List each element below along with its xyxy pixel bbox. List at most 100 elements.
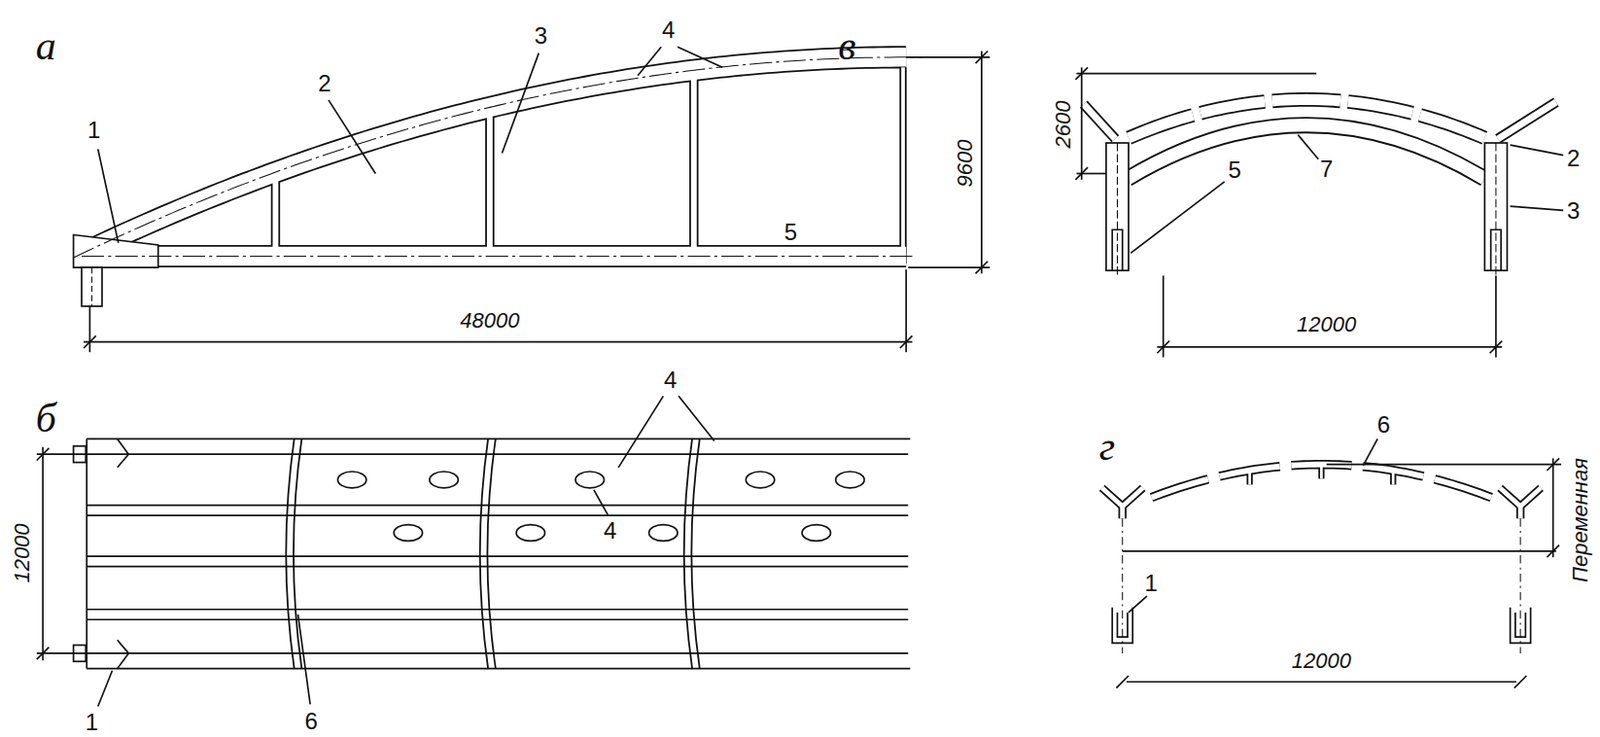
shell-panel [1348, 102, 1413, 114]
panel-rib-fill [1391, 470, 1395, 486]
shell-panel-fill [1200, 102, 1265, 114]
panel-rib-fill [1248, 470, 1252, 486]
dimension-line [41, 447, 44, 661]
dim-tick [1490, 341, 1503, 354]
leader-line [98, 670, 113, 707]
hanger [271, 180, 280, 250]
plan-rib [484, 438, 492, 668]
shell-panel-fill [1420, 114, 1485, 138]
skylight [801, 524, 831, 542]
callout-number: 6 [304, 709, 317, 733]
dim-tick [83, 335, 97, 348]
extension-line [907, 266, 990, 269]
callout-number: 1 [87, 118, 101, 142]
column-head [1515, 612, 1526, 637]
support-fork-fill [1102, 487, 1144, 507]
plan-rib [289, 438, 298, 668]
leader-line [501, 53, 539, 154]
leader-line [618, 395, 663, 467]
callout-number: 4 [603, 519, 617, 543]
callout-number: 3 [534, 24, 548, 48]
plan-line [86, 565, 908, 568]
dimension-text: Переменная [1569, 457, 1592, 583]
hanger-fill [691, 78, 697, 250]
dimension-line [1126, 680, 1517, 683]
shell-panel [1200, 102, 1265, 114]
leader-line [1128, 595, 1148, 613]
leader-line [1510, 144, 1565, 155]
support-fork [1102, 487, 1144, 507]
panel-rib-fill [1320, 464, 1323, 480]
shell-panel [1272, 99, 1341, 101]
plan-rib-fill [484, 438, 492, 668]
arch-panel [1151, 479, 1209, 498]
arch-axis [73, 57, 923, 258]
plan-line [86, 452, 908, 455]
dimension-text: 9600 [954, 139, 976, 187]
dim-tick [1546, 457, 1560, 471]
leader-line [1297, 135, 1319, 160]
leader-line [1510, 206, 1565, 210]
shell-panel-fill [1348, 102, 1413, 114]
dim-tick [36, 448, 50, 461]
plan-edge [86, 667, 910, 670]
leader-line [593, 489, 609, 516]
chord-axis [81, 255, 917, 257]
linework [36, 46, 1564, 706]
dimension-text: 2600 [1052, 101, 1075, 149]
plan-line [86, 652, 908, 655]
dimension-text: 12000 [1296, 313, 1357, 336]
dim-tick [1115, 675, 1129, 689]
dim-tick [975, 51, 989, 65]
plan-line [86, 504, 908, 507]
callout-number: 4 [663, 368, 677, 392]
dim-tick [36, 647, 50, 661]
shell-wing [1083, 104, 1116, 140]
callout-number: 3 [1566, 199, 1580, 223]
plan-edge [86, 438, 910, 441]
skylight [429, 471, 458, 488]
skylight [835, 471, 865, 488]
diaphragm-arch [1127, 125, 1485, 179]
leader-line [328, 100, 376, 174]
shell-panel-fill [1128, 114, 1193, 138]
extension-line [904, 269, 907, 352]
hanger-fill [272, 180, 279, 250]
span-line [1122, 550, 1557, 553]
plan-line [86, 608, 908, 611]
skylight [337, 471, 366, 488]
column-axis [1495, 142, 1496, 276]
plan-rib-fill [688, 438, 696, 668]
end-diaphragm-fill [901, 67, 905, 264]
arch-panel [1434, 479, 1492, 498]
callout-number: 4 [661, 18, 675, 42]
view-letter: в [837, 25, 856, 67]
callout-number: 2 [317, 71, 331, 96]
dim-tick [975, 261, 989, 275]
support-fork-fill [1119, 506, 1125, 520]
support-axis [1520, 518, 1522, 654]
plan-edge [85, 438, 88, 668]
hanger-fill [486, 115, 493, 249]
column-head [1112, 607, 1133, 644]
callout-number: 5 [1228, 158, 1242, 182]
support-chevron [117, 453, 130, 468]
dimension-text: 12000 [11, 522, 34, 583]
dimension-line [1552, 457, 1555, 557]
dimension-text: 48000 [459, 310, 520, 332]
dimension-line [1156, 346, 1502, 348]
dim-tick [1546, 545, 1560, 558]
skylight [575, 471, 604, 488]
shell-arch-fill [81, 57, 906, 254]
leader-line [637, 46, 661, 75]
extension-line [1076, 72, 1317, 75]
extension-line [1326, 463, 1562, 466]
shell-arch [81, 57, 906, 254]
callout-number: 1 [85, 710, 99, 734]
hanger [485, 115, 494, 249]
plan-line [86, 555, 908, 557]
support-fork-fill [1499, 487, 1541, 507]
support-fork-fill [1518, 506, 1524, 520]
